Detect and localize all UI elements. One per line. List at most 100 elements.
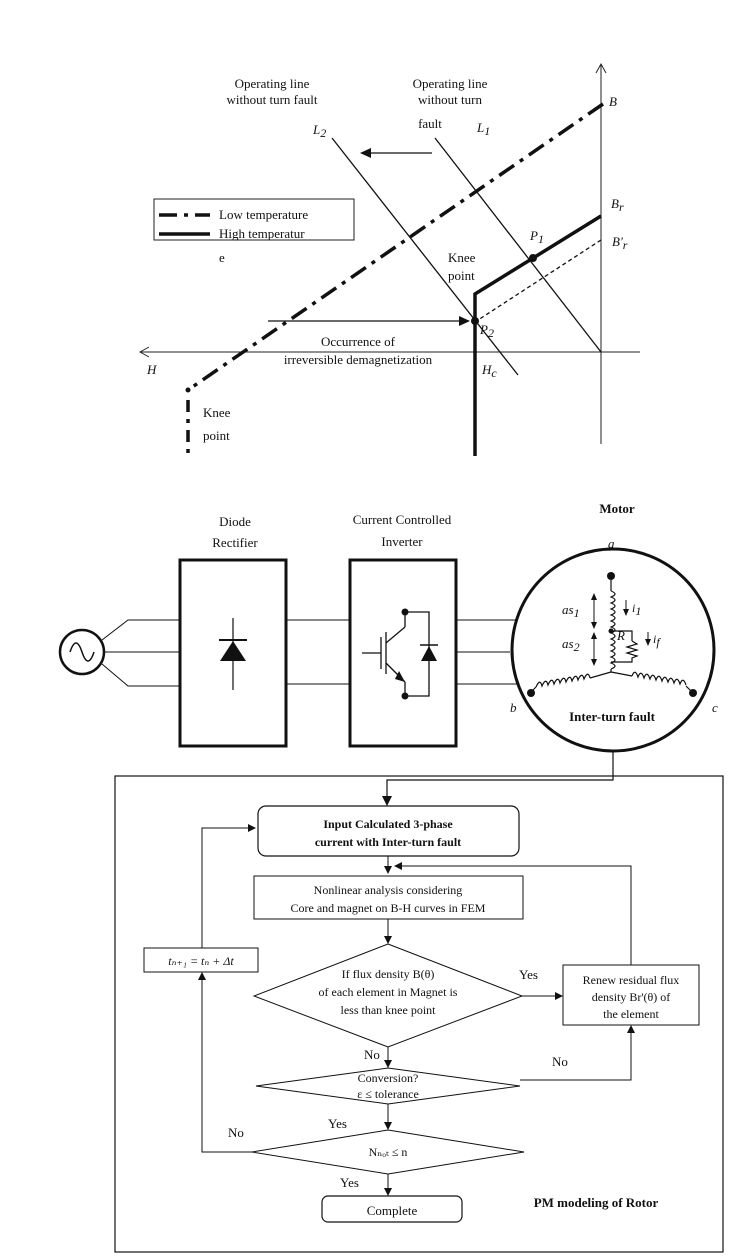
op-line-right-label-3: fault <box>418 116 442 131</box>
nonlinear-line-2: Core and magnet on B-H curves in FEM <box>291 901 486 915</box>
drive-circuit: Diode Rectifier Current Controlled Inver… <box>58 501 718 806</box>
fault-resistor <box>611 640 640 663</box>
flowchart: Input Calculated 3-phase current with In… <box>114 775 724 1253</box>
time-step-box <box>143 947 259 973</box>
point-p1 <box>529 254 537 262</box>
no3-wire <box>201 978 252 1153</box>
no3-head <box>198 972 206 980</box>
inverter-box <box>348 558 458 748</box>
label-as1: as1 <box>562 602 580 620</box>
yes2-label: Yes <box>328 1116 347 1131</box>
label-l2: L2 <box>312 122 326 140</box>
nonlinear-line-1: Nonlinear analysis considering <box>314 883 463 897</box>
legend-low-label: Low temperature <box>219 207 308 222</box>
igbt-symbol <box>362 609 430 697</box>
occurrence-label-1: Occurrence of <box>321 334 396 349</box>
winding-b-lead <box>589 671 612 679</box>
demag-arrow-head <box>459 316 470 326</box>
legend-high-label-cont: e <box>219 250 225 265</box>
point-p2 <box>471 317 479 325</box>
diode-symbol <box>220 641 246 661</box>
flow-arrow-1-head <box>384 866 392 874</box>
label-p2: P2 <box>479 322 494 340</box>
legend-box <box>153 198 355 241</box>
phase-a-label: a <box>608 536 615 551</box>
renew-line-1: Renew residual flux <box>583 973 680 987</box>
operating-line-l2 <box>331 137 519 376</box>
decision-flux-line-1: If flux density B(θ) <box>342 967 435 981</box>
phase-b-label: b <box>510 700 517 715</box>
decision-flux-line-3: less than knee point <box>341 1003 437 1017</box>
igbt-emitter-arrow <box>395 671 405 682</box>
as1-head-bot <box>591 622 597 629</box>
freewheel-diode <box>421 646 437 661</box>
winding-c-coil <box>631 671 687 686</box>
label-i1: i1 <box>632 601 641 618</box>
label-p1: P1 <box>529 228 544 246</box>
input-box-line-1: Input Calculated 3-phase <box>323 817 453 831</box>
op-line-left-label-2: without turn fault <box>227 92 318 107</box>
igbt-node-top <box>401 608 409 616</box>
op-line-right-label-1: Operating line <box>413 76 488 91</box>
yes1-label: Yes <box>519 967 538 982</box>
flowchart-caption: PM modeling of Rotor <box>534 1195 659 1210</box>
as2-head-bot <box>591 659 597 666</box>
low-temp-knee-dot <box>185 387 191 393</box>
time-loop-wire <box>201 827 250 948</box>
operating-line-l1 <box>434 137 602 353</box>
current-if-arrow-head <box>645 639 651 646</box>
decision-iteration-text: Nₙₒₜ ≤ n <box>369 1145 408 1159</box>
no1-label: No <box>364 1047 380 1062</box>
no2-wire <box>520 1031 632 1081</box>
renew-line-2: density Br'(θ) of <box>592 990 671 1004</box>
yes3-label: Yes <box>340 1175 359 1190</box>
renew-line-3: the element <box>603 1007 659 1021</box>
inverter-title-1: Current Controlled <box>353 512 452 527</box>
label-r: R <box>616 628 625 643</box>
diode-title-1: Diode <box>219 514 251 529</box>
no3-label: No <box>228 1125 244 1140</box>
label-as2: as2 <box>562 636 580 654</box>
label-hc: Hc <box>481 362 497 380</box>
yes3-arrow-head <box>384 1188 392 1196</box>
yes2-arrow-head <box>384 1122 392 1130</box>
input-box-line-2: current with Inter-turn fault <box>315 835 461 849</box>
high-temp-curve <box>473 214 602 456</box>
label-br-prime: B'r <box>612 234 628 252</box>
fault-label: Inter-turn fault <box>569 709 655 724</box>
diode-title-2: Rectifier <box>212 535 258 550</box>
terminal-a <box>607 572 615 580</box>
motor-title: Motor <box>599 501 635 516</box>
decision-conversion-line-2: ε ≤ tolerance <box>357 1087 419 1101</box>
decision-flux-line-2: of each element in Magnet is <box>319 985 458 999</box>
knee-mid-label-1: Knee <box>448 250 476 265</box>
source-wire-top <box>101 619 180 641</box>
legend-high-label: High temperatur <box>219 226 305 241</box>
motor-to-flow-arrow <box>382 796 392 806</box>
winding-b-tail <box>530 686 537 693</box>
phase-c-label: c <box>712 700 718 715</box>
renew-loop-wire <box>400 865 632 965</box>
complete-text: Complete <box>367 1203 418 1218</box>
knee-low-label-1: Knee <box>203 405 231 420</box>
b-axis-arrow <box>595 62 607 74</box>
decision-conversion-line-1: Conversion? <box>358 1071 419 1085</box>
knee-mid-label-2: point <box>448 268 475 283</box>
label-br: Br <box>611 196 624 214</box>
bh-graph: Low temperature High temperatur e Operat… <box>138 62 640 458</box>
winding-b-coil <box>535 673 591 688</box>
complete-box <box>321 1195 463 1223</box>
label-h: H <box>146 362 157 377</box>
h-axis-arrow <box>138 346 150 358</box>
op-line-left-label-1: Operating line <box>235 76 310 91</box>
yes1-arrow-head <box>555 992 563 1000</box>
time-step-text: tₙ₊₁ = tₙ + Δt <box>168 954 234 968</box>
winding-a-coil <box>609 590 616 670</box>
as1-head-top <box>591 593 597 600</box>
motor-to-flow-wire <box>386 751 614 800</box>
terminal-b <box>527 689 535 697</box>
label-b: B <box>609 94 617 109</box>
winding-c-tail <box>685 685 693 693</box>
as2-head-top <box>591 632 597 639</box>
